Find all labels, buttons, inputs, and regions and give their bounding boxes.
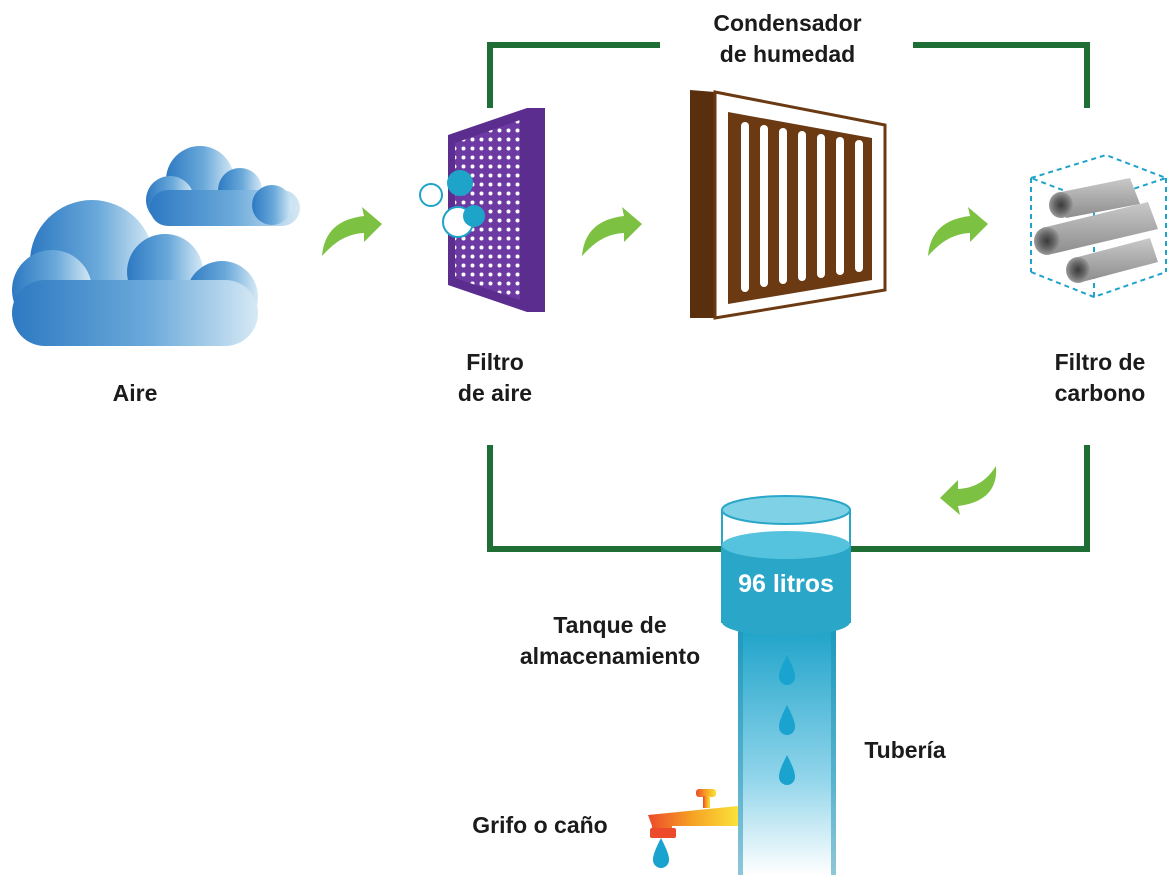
condenser-icon (690, 90, 887, 320)
storage-tank-label-line1: Tanque de (553, 612, 667, 638)
air-filter-label-line1: Filtro (466, 349, 524, 375)
flow-arrow-icon (940, 466, 997, 515)
air-filter-icon (419, 108, 545, 312)
condenser-label: Condensador de humedad (680, 8, 895, 70)
air-filter-label-line2: de aire (457, 380, 533, 406)
flow-arrow-icon (928, 207, 988, 256)
pipe-label-text: Tubería (864, 737, 946, 763)
flow-arrow-icon (582, 207, 642, 256)
water-drop-icon (779, 755, 795, 785)
pipe-label: Tubería (850, 735, 960, 766)
carbon-filter-icon (1027, 153, 1169, 299)
water-drop-icon (779, 705, 795, 735)
tank-icon (721, 495, 851, 636)
condenser-label-line1: Condensador (713, 10, 862, 36)
cloud-icon (12, 200, 258, 346)
water-drop-icon (779, 655, 795, 685)
tank-volume-label: 96 litros (738, 570, 834, 598)
carbon-filter-label: Filtro de carbono (1035, 347, 1165, 409)
flow-arrow-icon (322, 207, 382, 256)
air-label: Aire (95, 378, 175, 409)
water-drop-icon (653, 838, 669, 868)
carbon-filter-label-line1: Filtro de (1054, 349, 1146, 375)
connector-lines (487, 42, 1090, 552)
faucet-label: Grifo o caño (455, 810, 625, 841)
air-label-text: Aire (112, 380, 158, 406)
cloud-icon (146, 146, 300, 226)
condenser-label-line2: de humedad (719, 41, 856, 67)
storage-tank-label: Tanque de almacenamiento (505, 610, 715, 672)
carbon-filter-label-line2: carbono (1054, 380, 1146, 406)
faucet-icon (648, 789, 738, 838)
faucet-label-text: Grifo o caño (472, 812, 608, 838)
air-filter-label: Filtro de aire (430, 347, 560, 409)
storage-tank-label-line2: almacenamiento (519, 643, 701, 669)
